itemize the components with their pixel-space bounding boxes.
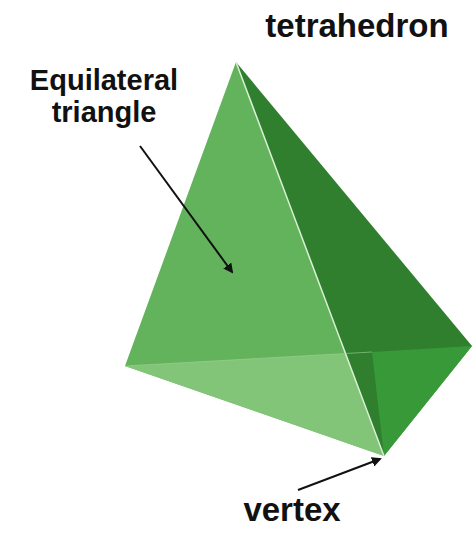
edge-highlight [236,62,384,456]
hidden-edge [125,352,372,366]
leader-line [298,459,380,490]
part-label: vertex [243,492,340,529]
leader-line [140,146,232,272]
diagram-title: tetrahedron [265,8,448,45]
part-label: Equilateral triangle [4,64,204,129]
base-face [125,352,384,456]
right-lower-face [372,346,472,456]
right-face [236,62,472,456]
